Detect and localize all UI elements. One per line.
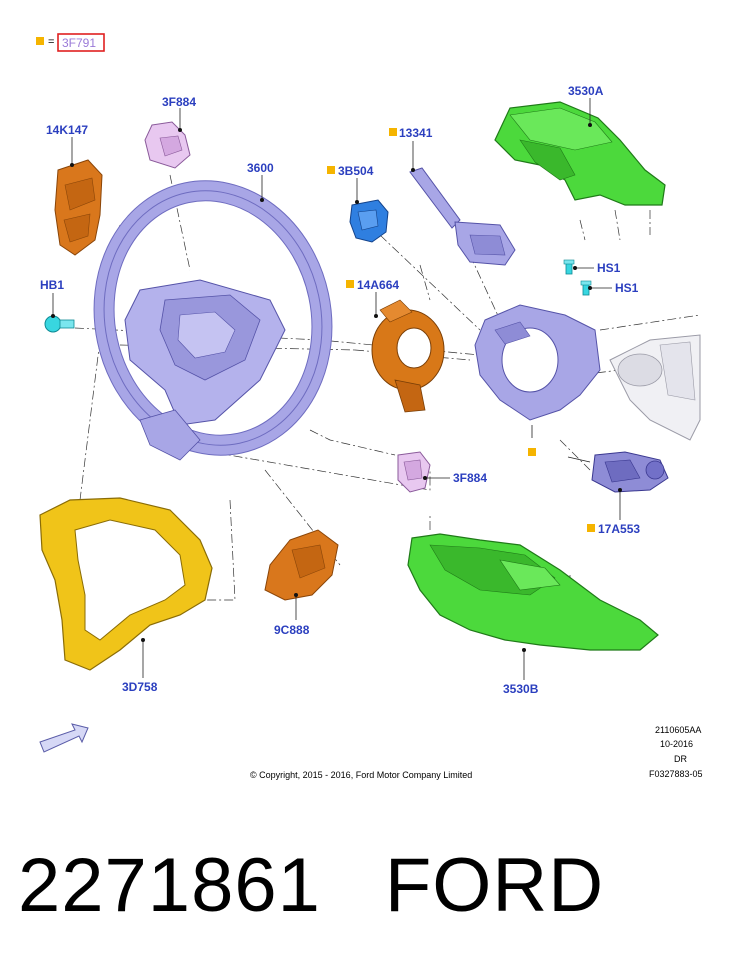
legend: = 3F791 — [36, 33, 105, 52]
copyright-text: © Copyright, 2015 - 2016, Ford Motor Com… — [250, 770, 472, 780]
ref-dr: DR — [674, 754, 687, 764]
switch-3B504[interactable] — [349, 199, 389, 243]
front-direction-arrow-icon — [39, 723, 89, 753]
column-bracket[interactable] — [474, 304, 601, 421]
label-3B504[interactable]: 3B504 — [338, 164, 374, 178]
switch-17A553[interactable] — [591, 451, 669, 493]
label-3530A[interactable]: 3530A — [568, 84, 604, 98]
clock-spring-14A664[interactable] — [371, 299, 445, 413]
stalk-switch-13341[interactable] — [409, 167, 516, 266]
label-9C888[interactable]: 9C888 — [274, 623, 310, 637]
exploded-parts-diagram: = 3F791 — [36, 33, 703, 780]
label-14A664[interactable]: 14A664 — [357, 278, 399, 292]
key-markers — [327, 128, 595, 532]
trim-bezel-3D758[interactable] — [39, 497, 213, 671]
label-3D758[interactable]: 3D758 — [122, 680, 158, 694]
switch-3F884-bottom[interactable] — [397, 451, 431, 493]
ref-code: 2110605AA — [655, 725, 701, 735]
legend-code-box — [57, 33, 105, 52]
switch-3F884-top[interactable] — [144, 121, 191, 169]
label-17A553[interactable]: 17A553 — [598, 522, 640, 536]
figure-id: F0327883-05 — [649, 769, 703, 779]
part-number: 2271861 — [18, 843, 321, 928]
switch-14K147[interactable] — [54, 159, 103, 256]
label-3530B[interactable]: 3530B — [503, 682, 539, 696]
label-HS1-b[interactable]: HS1 — [615, 281, 639, 295]
lower-shroud-3530B[interactable] — [407, 533, 659, 651]
label-14K147[interactable]: 14K147 — [46, 123, 88, 137]
label-3600[interactable]: 3600 — [247, 161, 274, 175]
legend-code[interactable]: 3F791 — [62, 36, 96, 50]
label-HS1-a[interactable]: HS1 — [597, 261, 621, 275]
label-HB1[interactable]: HB1 — [40, 278, 64, 292]
label-3F884-bottom[interactable]: 3F884 — [453, 471, 487, 485]
ref-date: 10-2016 — [660, 739, 693, 749]
screw-HS1-a[interactable] — [563, 259, 575, 275]
legend-key-square — [36, 37, 44, 45]
upper-shroud-3530A[interactable] — [494, 101, 666, 206]
screw-HS1-b[interactable] — [580, 280, 592, 296]
legend-equals: = — [48, 36, 54, 48]
steering-wheel-3600[interactable] — [69, 158, 357, 477]
label-13341[interactable]: 13341 — [399, 126, 433, 140]
brand-name: FORD — [384, 843, 605, 928]
bolt-HB1[interactable] — [44, 315, 75, 333]
leader-lines — [51, 98, 622, 680]
switch-9C888[interactable] — [264, 529, 339, 601]
label-3F884-top[interactable]: 3F884 — [162, 95, 196, 109]
steering-column — [609, 334, 701, 441]
